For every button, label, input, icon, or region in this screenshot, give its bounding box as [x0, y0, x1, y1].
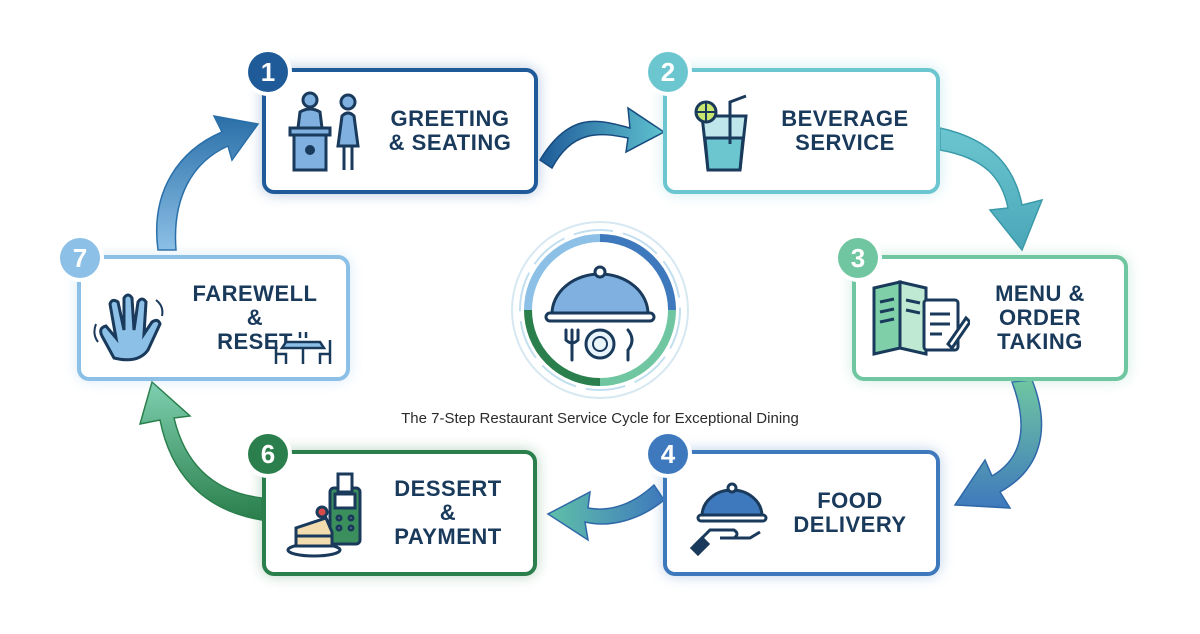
step-1-label: GREETING & SEATING: [388, 106, 512, 155]
host-stand-icon: [286, 86, 376, 181]
table-chairs-icon: [272, 326, 334, 371]
arrow-7-to-1: [156, 114, 260, 251]
plate-cutlery-icon: [564, 328, 634, 362]
step-7-badge: 7: [60, 238, 100, 278]
arrow-4-to-6: [546, 483, 665, 542]
step-4-label: FOOD DELIVERY: [793, 488, 907, 537]
step-1-badge: 1: [248, 52, 288, 92]
step-7-label: FAREWELL & RESET: [192, 281, 318, 354]
menu-order-icon: [870, 278, 972, 363]
step-6-label: DESSERT & PAYMENT: [394, 476, 502, 549]
arrow-3-to-4: [953, 379, 1043, 509]
step-6-badge: 6: [248, 434, 288, 474]
step-2-badge: 2: [648, 52, 688, 92]
cloche-icon: [544, 265, 656, 323]
arrow-1-to-2: [538, 106, 666, 170]
step-2-label: BEVERAGE SERVICE: [781, 106, 909, 155]
arrow-2-to-3: [939, 127, 1044, 252]
wave-table-icon: [92, 284, 172, 369]
step-3-label: MENU & ORDER TAKING: [995, 281, 1085, 354]
drink-glass-icon: [690, 94, 760, 179]
dessert-payment-icon: [286, 470, 376, 565]
arrow-6-to-7: [138, 380, 263, 521]
cloche-delivery-icon: [689, 476, 770, 561]
center-emblem: [511, 221, 689, 399]
step-3-badge: 3: [838, 238, 878, 278]
step-4-badge: 4: [648, 434, 688, 474]
diagram-caption: The 7-Step Restaurant Service Cycle for …: [401, 410, 799, 427]
